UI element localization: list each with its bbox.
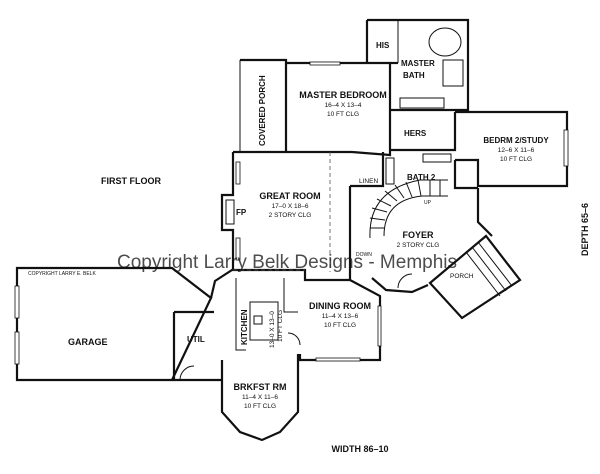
great-room-label: GREAT ROOM [259, 191, 320, 201]
bath2-tub [385, 157, 395, 185]
great-room-west-wall [220, 152, 235, 270]
his-label: HIS [376, 41, 390, 50]
bedroom2-clg: 10 FT CLG [500, 156, 532, 163]
stair-down-label: DOWN [356, 252, 372, 258]
bedroom2-label: BEDRM 2/STUDY [483, 136, 549, 145]
breakfast-bay-walls [220, 354, 300, 442]
foyer-clg: 2 STORY CLG [397, 242, 440, 249]
kitchen-dims: 13–0 X 13–0 [269, 311, 276, 348]
dining-label: DINING ROOM [309, 301, 371, 311]
exterior-walls [15, 18, 569, 442]
master-bedroom-label: MASTER BEDROOM [299, 90, 387, 100]
kitchen-island [249, 301, 279, 341]
copyright-watermark: Copyright Larry Belk Designs - Memphis [117, 252, 457, 273]
floor-label: FIRST FLOOR [101, 176, 161, 186]
kitchen-label: KITCHEN [240, 309, 249, 345]
bedroom2-dims: 12–6 X 11–6 [498, 147, 535, 154]
fireplace-hearth [225, 199, 235, 225]
kitchen-counter-east [283, 278, 298, 313]
bedroom2-walls [455, 110, 569, 188]
bath2-label: BATH 2 [407, 173, 436, 182]
master-bedroom-window [309, 61, 341, 66]
porch-label: PORCH [450, 273, 474, 280]
stair-up-label: UP [424, 200, 432, 206]
master-vanity [399, 97, 445, 109]
bedroom2-window [563, 129, 569, 167]
great-room-window [235, 161, 241, 185]
stair-treads [369, 179, 441, 229]
cooktop [253, 315, 263, 325]
master-tub [428, 27, 462, 57]
bath2-east-wall [453, 160, 478, 190]
hers-label: HERS [404, 129, 427, 138]
great-room-window-2 [235, 237, 241, 261]
front-door-swing [397, 273, 413, 289]
interior-details [14, 27, 569, 381]
dining-clg: 10 FT CLG [324, 322, 356, 329]
great-room-clg: 2 STORY CLG [269, 212, 312, 219]
garage-door-2 [14, 331, 20, 365]
master-bath-label-2: BATH [403, 71, 425, 80]
garage-label: GARAGE [68, 337, 108, 347]
hers-south-wall [390, 112, 457, 152]
dining-door-swing [287, 332, 301, 346]
master-bedroom-dims: 16–4 X 13–4 [325, 102, 362, 109]
master-bath-walls [367, 18, 470, 112]
master-bath-label-1: MASTER [401, 59, 435, 68]
foyer-label: FOYER [402, 230, 434, 240]
breakfast-clg: 10 FT CLG [244, 403, 276, 410]
dining-dims: 11–4 X 13–6 [322, 313, 359, 320]
garage-door-1 [14, 285, 20, 319]
linen-label: LINEN [359, 178, 378, 185]
breakfast-label: BRKFST RM [234, 382, 287, 392]
dining-window [315, 357, 361, 362]
room-labels: FIRST FLOOR HIS MASTER BATH COVERED PORC… [28, 41, 590, 454]
garage-walls [15, 266, 213, 382]
util-door-swing [179, 365, 195, 381]
master-bedroom-walls [286, 61, 392, 157]
width-label: WIDTH 86–10 [331, 444, 388, 454]
porch-steps [465, 241, 513, 297]
kitchen-counter-west [235, 278, 246, 351]
porch-walls [428, 234, 522, 320]
depth-label: DEPTH 65–6 [580, 203, 590, 256]
master-bedroom-clg: 10 FT CLG [327, 111, 359, 118]
dining-window-2 [377, 305, 382, 347]
stair-inner [383, 195, 448, 237]
great-room-dims: 17–0 X 18–6 [272, 203, 309, 210]
linen-walls [350, 152, 385, 188]
master-shower [442, 59, 464, 87]
foyer-south-wall [371, 277, 429, 294]
foyer-east-wall [476, 188, 493, 237]
util-label: UTIL [187, 335, 205, 344]
fireplace-label: FP [236, 208, 247, 217]
breakfast-dims: 11–4 X 11–6 [242, 394, 278, 401]
bath2-vanity [422, 153, 452, 163]
covered-porch-walls [240, 58, 288, 152]
kitchen-clg: 10 FT CLG [277, 310, 284, 342]
covered-porch-label: COVERED PORCH [258, 75, 267, 146]
copyright-small: COPYRIGHT LARRY E. BELK [28, 271, 96, 277]
